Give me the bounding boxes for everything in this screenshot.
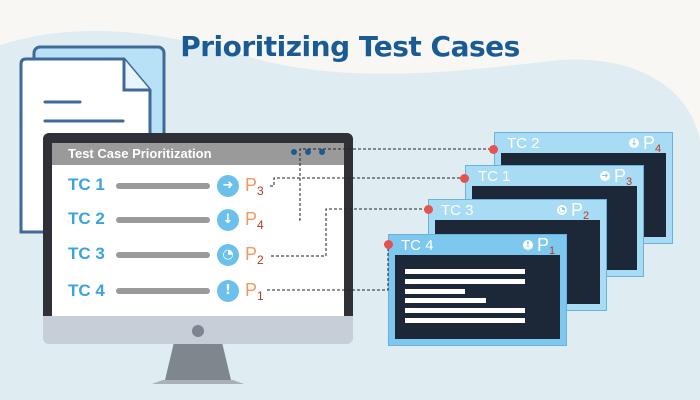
exclamation-icon: !	[523, 240, 533, 250]
page-title: Prioritizing Test Cases	[180, 30, 520, 63]
tc-label: TC 3	[68, 244, 105, 263]
priority-label: P3	[614, 166, 633, 188]
progress-bar	[116, 217, 210, 223]
card-label: TC 3	[441, 202, 474, 219]
exclamation-icon: !	[217, 280, 239, 302]
monitor-stand	[165, 344, 231, 380]
arrow-right-icon: ➜	[600, 171, 610, 181]
text-line	[405, 279, 525, 284]
text-line	[405, 269, 525, 274]
tc-label: TC 4	[68, 281, 105, 300]
priority-label: P2	[571, 200, 590, 222]
text-line	[405, 289, 465, 294]
priority-label: P2	[245, 244, 264, 267]
priority-label: P4	[643, 133, 662, 155]
window-dot	[291, 149, 297, 155]
text-line	[405, 298, 486, 303]
card-tc4: TC 4 ! P1	[388, 234, 567, 346]
window-dot	[305, 149, 311, 155]
connector-dot	[489, 145, 498, 154]
monitor-screen	[52, 143, 344, 316]
priority-label: P3	[245, 175, 264, 198]
connector-dot	[460, 174, 469, 183]
tc-label: TC 1	[68, 175, 105, 194]
card-label: TC 2	[507, 135, 540, 152]
window-dot	[319, 149, 325, 155]
window-title: Test Case Prioritization	[68, 146, 212, 161]
priority-label: P1	[245, 280, 264, 303]
card-label: TC 4	[401, 237, 434, 254]
tc-label: TC 2	[68, 209, 105, 228]
text-line	[405, 308, 525, 313]
clock-icon: ◔	[217, 244, 239, 266]
monitor-camera	[192, 325, 204, 337]
window-titlebar	[52, 143, 344, 165]
monitor-base	[152, 380, 244, 384]
priority-label: P1	[537, 235, 556, 257]
card-label: TC 1	[478, 168, 511, 185]
progress-bar	[116, 252, 210, 258]
arrow-right-icon: ➜	[217, 175, 239, 197]
progress-bar	[116, 288, 210, 294]
clock-icon: ◔	[557, 205, 567, 215]
text-line	[405, 318, 525, 323]
priority-label: P4	[245, 209, 264, 232]
progress-bar	[116, 183, 210, 189]
connector-dot	[424, 205, 433, 214]
connector-dot	[384, 240, 393, 249]
arrow-down-icon: ↓	[217, 209, 239, 231]
arrow-down-icon: ↓	[629, 138, 639, 148]
